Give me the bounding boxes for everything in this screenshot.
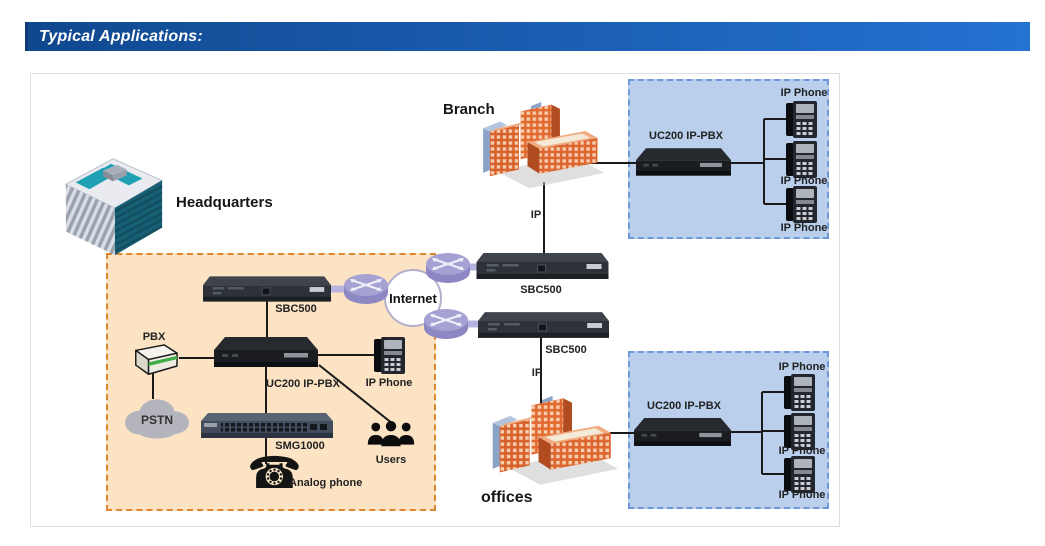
diagram-panel: Internet Headquarters SBC500 UC200 IP-PB… <box>30 73 840 527</box>
uc200-offices-label: UC200 IP-PBX <box>647 400 721 412</box>
router-icon <box>343 273 389 305</box>
analog-phone-label: Analog phone <box>289 477 363 489</box>
ip-phone-label: IP Phone <box>780 175 828 187</box>
ip-link-label-offices: IP <box>531 367 543 379</box>
sbc500-offices-label: SBC500 <box>545 344 587 356</box>
pbx-device-icon <box>129 344 181 377</box>
ip-link-label-branch: IP <box>530 209 542 221</box>
internet-label: Internet <box>389 290 437 306</box>
router-icon <box>425 252 471 284</box>
users-label: Users <box>375 454 407 466</box>
pbx-label: PBX <box>142 331 166 343</box>
uc200-hq-device <box>214 337 318 367</box>
section-title-bar: Typical Applications: <box>25 22 1030 51</box>
smg1000-device <box>201 413 333 439</box>
sbc500-branch-label: SBC500 <box>520 284 562 296</box>
ip-phone-label: IP Phone <box>778 489 826 501</box>
ip-phone-icon <box>374 337 405 374</box>
pstn-label: PSTN <box>140 413 173 427</box>
users-icon <box>367 419 415 447</box>
ip-phone-icon <box>786 101 817 138</box>
ip-phone-icon <box>786 141 817 178</box>
offices-building-icon <box>486 386 621 490</box>
section-title: Typical Applications: <box>39 28 203 45</box>
branch-label: Branch <box>443 101 495 118</box>
offices-label: offices <box>481 489 533 506</box>
ip-phone-icon <box>784 456 815 493</box>
router-icon <box>423 308 469 340</box>
ip-phone-label: IP Phone <box>780 222 828 234</box>
ip-phone-label: IP Phone <box>778 361 826 373</box>
sbc500-hq-device <box>203 276 331 302</box>
sbc500-offices-device <box>478 312 609 338</box>
sbc500-branch-device <box>476 253 609 279</box>
uc200-branch-device <box>636 147 731 177</box>
branch-building-icon <box>478 92 606 194</box>
headquarters-label: Headquarters <box>176 194 273 211</box>
ip-phone-icon <box>784 374 815 411</box>
ip-phone-label: IP Phone <box>365 377 413 389</box>
analog-phone-icon: ☎ <box>247 449 302 498</box>
uc200-hq-label: UC200 IP-PBX <box>266 378 340 390</box>
pstn-cloud: PSTN <box>121 392 193 442</box>
sbc500-hq-label: SBC500 <box>275 303 317 315</box>
headquarters-server-icon <box>54 149 172 259</box>
ip-phone-label: IP Phone <box>780 87 828 99</box>
ip-phone-label: IP Phone <box>778 445 826 457</box>
smg1000-label: SMG1000 <box>275 440 325 452</box>
ip-phone-icon <box>786 186 817 223</box>
uc200-branch-label: UC200 IP-PBX <box>649 130 723 142</box>
uc200-offices-device <box>634 417 731 447</box>
